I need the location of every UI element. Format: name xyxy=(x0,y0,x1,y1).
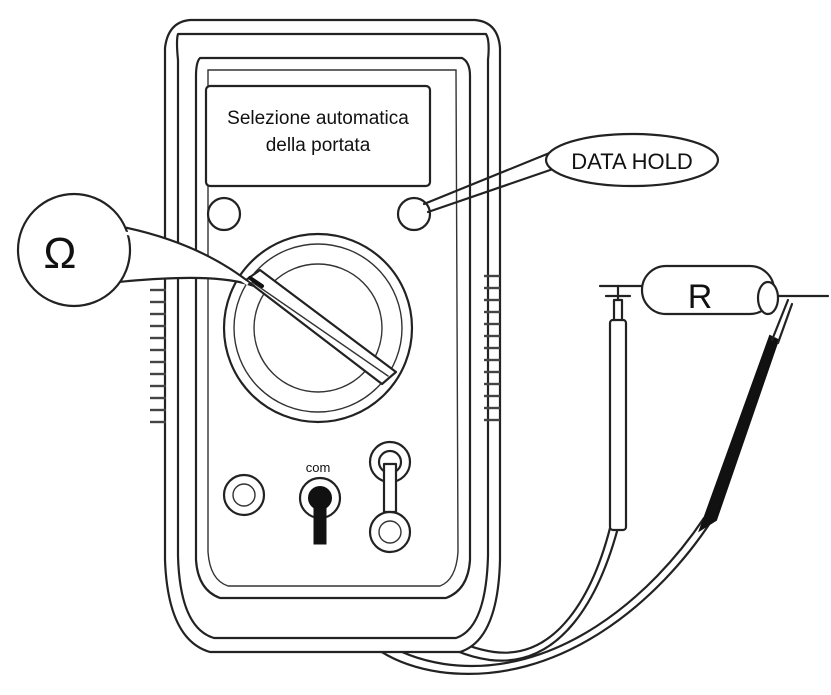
ohm-symbol: Ω xyxy=(44,229,77,278)
resistor: R xyxy=(598,264,830,316)
ohm-callout-circle xyxy=(16,192,132,308)
lcd-display xyxy=(204,84,432,188)
ohm-callout: Ω xyxy=(16,192,256,308)
jack-left[interactable] xyxy=(222,473,266,517)
range-button[interactable] xyxy=(206,196,242,232)
multimeter-body: Selezione automatica della portata com xyxy=(150,18,502,654)
resistor-label: R xyxy=(688,278,713,316)
jack-right-lower[interactable] xyxy=(368,510,412,554)
v-ohm-jack[interactable] xyxy=(368,440,412,514)
display-line-2: della portata xyxy=(266,135,371,156)
com-jack-label: com xyxy=(306,460,331,475)
display-line-1: Selezione automatica xyxy=(227,108,409,129)
red-probe-body xyxy=(608,318,628,532)
com-jack[interactable] xyxy=(298,476,342,545)
data-hold-button[interactable] xyxy=(396,196,432,232)
right-grip-grill xyxy=(484,274,500,422)
left-grip-grill xyxy=(150,276,166,424)
data-hold-label: DATA HOLD xyxy=(571,149,692,174)
data-hold-callout: DATA HOLD xyxy=(422,132,720,214)
rotary-selector-dial[interactable] xyxy=(222,232,414,424)
